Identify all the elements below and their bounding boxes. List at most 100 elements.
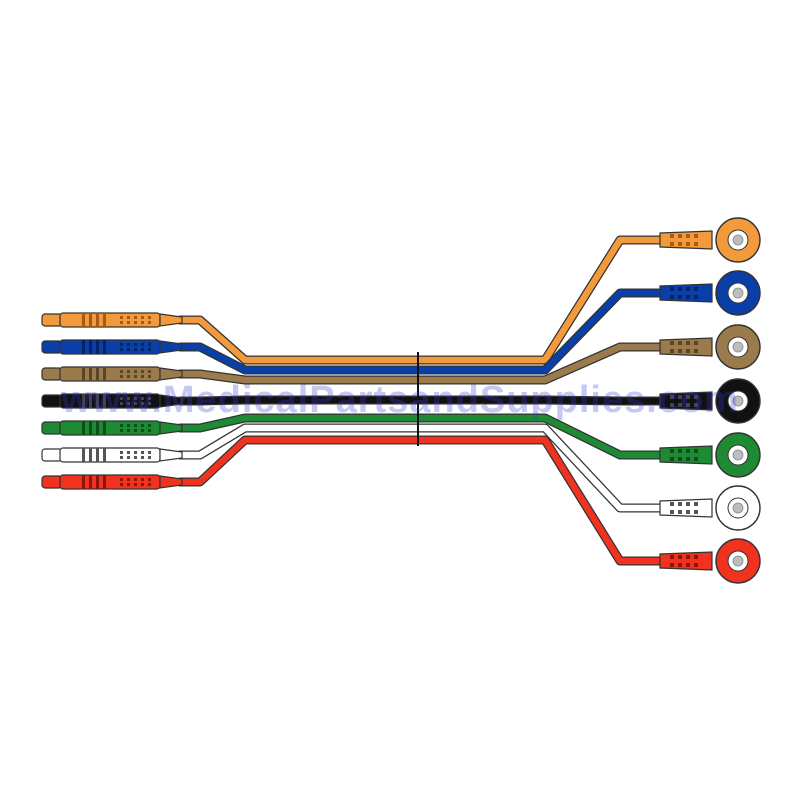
snap-neck-brown [659,337,713,357]
snap-grip-white [670,502,674,506]
snap-grip-green [694,449,698,453]
pin-strain-relief-blue [159,340,183,354]
snap-grip-white [686,510,690,514]
pin-ring-brown [103,367,106,381]
pin-connector-orange [41,312,183,328]
snap-grip-orange [678,242,682,246]
snap-electrode-blue [659,270,761,316]
wire-white [176,424,669,512]
pin-grip-red [134,478,137,481]
pin-ring-blue [82,340,85,354]
pin-ring-red [103,475,106,489]
pin-grip-green [141,424,144,427]
pin-strain-relief-red [159,475,183,489]
snap-grip-green [694,457,698,461]
snap-electrode-red [659,538,761,584]
snap-electrode-green [659,432,761,478]
snap-grip-white [694,502,698,506]
snap-grip-orange [686,242,690,246]
snap-grip-white [678,502,682,506]
snap-grip-blue [670,295,674,299]
snap-grip-black [694,403,698,407]
pin-grip-blue [120,348,123,351]
snap-grip-blue [670,287,674,291]
snap-grip-black [694,395,698,399]
snap-electrode-black [659,378,761,424]
wire-red [176,436,669,565]
snap-grip-green [678,449,682,453]
snap-grip-green [686,449,690,453]
snap-grip-brown [694,341,698,345]
pin-grip-red [134,483,137,486]
snap-grip-brown [670,349,674,353]
snap-grip-blue [686,287,690,291]
snap-grip-blue [678,287,682,291]
pin-grip-blue [127,343,130,346]
snap-neck-red [659,551,713,571]
pin-grip-blue [141,348,144,351]
pin-connector-green [41,420,183,436]
pin-connector-black [41,393,183,409]
pin-grip-black [120,397,123,400]
snap-grip-black [678,395,682,399]
pin-grip-brown [148,370,151,373]
pin-grip-red [141,483,144,486]
snap-grip-orange [670,234,674,238]
pin-grip-blue [134,348,137,351]
pin-grip-black [134,397,137,400]
pin-strain-relief-white [159,448,183,462]
pin-ring-green [89,421,92,435]
pin-grip-black [141,397,144,400]
snap-grip-black [678,403,682,407]
pin-grip-green [127,429,130,432]
pin-ring-blue [103,340,106,354]
watermark-text: www.MedicalPartsandSupplies.com [60,379,739,421]
pin-grip-orange [127,321,130,324]
snap-stud-white [732,502,744,514]
pin-grip-brown [120,370,123,373]
pin-grip-brown [134,375,137,378]
snap-grip-white [670,510,674,514]
pin-grip-white [120,456,123,459]
snap-grip-orange [694,242,698,246]
snap-neck-green [659,445,713,465]
snap-grip-blue [686,295,690,299]
snap-stud-blue [732,287,744,299]
snap-grip-orange [670,242,674,246]
wire-green [176,414,669,459]
pin-ring-brown [82,367,85,381]
pin-tip-black [41,394,63,408]
snap-grip-black [686,395,690,399]
pin-connector-brown [41,366,183,382]
pin-grip-green [148,429,151,432]
pin-strain-relief-orange [159,313,183,327]
snap-grip-blue [678,295,682,299]
pin-grip-black [141,402,144,405]
pin-grip-orange [120,321,123,324]
pin-grip-white [127,451,130,454]
pin-ring-orange [89,313,92,327]
pin-ring-white [82,448,85,462]
pin-grip-red [141,478,144,481]
snap-grip-red [686,563,690,567]
snap-electrodes [659,217,761,584]
pin-connectors [41,312,183,490]
pin-grip-black [127,402,130,405]
snap-grip-green [670,457,674,461]
pin-ring-red [82,475,85,489]
snap-stud-brown [732,341,744,353]
snap-grip-red [686,555,690,559]
snap-grip-brown [678,349,682,353]
pin-grip-green [134,424,137,427]
pin-grip-blue [134,343,137,346]
pin-tip-green [41,421,63,435]
snap-grip-green [678,457,682,461]
wire-orange-outline [175,235,670,365]
pin-grip-orange [141,321,144,324]
pin-strain-relief-green [159,421,183,435]
pin-connector-blue [41,339,183,355]
pin-grip-red [127,478,130,481]
pin-ring-white [96,448,99,462]
pin-grip-green [141,429,144,432]
